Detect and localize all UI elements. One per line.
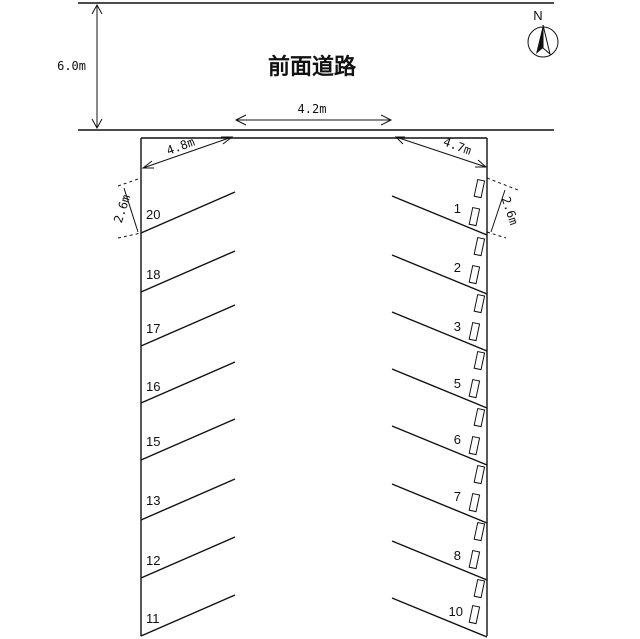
lot-outline (140, 137, 488, 636)
space-number: 6 (454, 432, 461, 447)
wheel-stop (468, 321, 481, 342)
left-width-dimension: 2.6m (111, 177, 142, 239)
wheel-stop (473, 407, 486, 428)
space-number: 15 (146, 434, 160, 449)
space-number: 3 (454, 319, 461, 334)
left-stall-lines (140, 191, 236, 637)
north-arrow-icon: N (527, 8, 559, 58)
wheel-stop (473, 521, 486, 542)
road-width-dimension: 6.0m (57, 3, 103, 130)
space-number: 2 (454, 260, 461, 275)
space-number: 8 (454, 548, 461, 563)
wheel-stop (468, 604, 481, 625)
right-width-label: 2.6m (499, 195, 521, 227)
space-number: 20 (146, 207, 160, 222)
space-number: 1 (454, 201, 461, 216)
left-width-label: 2.6m (111, 193, 133, 225)
right-space-numbers: 1 2 3 5 6 7 8 10 (449, 201, 463, 619)
wheel-stop (473, 293, 486, 314)
left-length-dimension: 4.8m (141, 135, 234, 169)
entrance-width-label: 4.2m (298, 102, 327, 116)
wheel-stop (468, 549, 481, 570)
wheel-stop (468, 264, 481, 285)
front-road: 前面道路 (78, 2, 554, 131)
wheel-stop (473, 178, 486, 199)
road-label: 前面道路 (268, 54, 357, 80)
left-space-numbers: 20 18 17 16 15 13 12 11 (146, 207, 160, 626)
space-number: 7 (454, 489, 461, 504)
space-number: 17 (146, 321, 160, 336)
wheel-stop (473, 578, 486, 599)
north-label: N (533, 8, 542, 23)
wheel-stops (468, 178, 486, 625)
wheel-stop (468, 492, 481, 513)
space-number: 16 (146, 379, 160, 394)
space-number: 5 (454, 376, 461, 391)
wheel-stop (473, 350, 486, 371)
road-width-label: 6.0m (57, 59, 86, 73)
space-number: 18 (146, 267, 160, 282)
wheel-stop (468, 206, 481, 227)
right-length-dimension: 4.7m (394, 135, 488, 168)
right-width-dimension: 2.6m (486, 177, 521, 239)
right-stall-lines (391, 195, 488, 638)
space-number: 12 (146, 553, 160, 568)
wheel-stop (473, 236, 486, 257)
space-number: 13 (146, 493, 160, 508)
entrance-width-dimension: 4.2m (234, 102, 393, 126)
space-number: 11 (146, 611, 160, 626)
space-number: 10 (449, 604, 463, 619)
wheel-stop (468, 435, 481, 456)
wheel-stop (473, 464, 486, 485)
wheel-stop (468, 378, 481, 399)
